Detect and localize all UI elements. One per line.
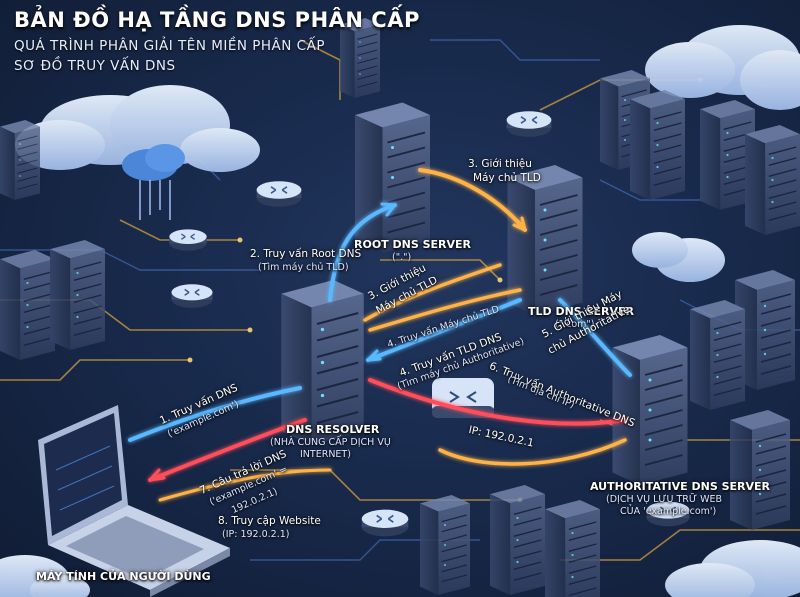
resolver-sub-2: INTERNET) — [300, 449, 351, 460]
step-8-sub: (IP: 192.0.2.1) — [222, 529, 290, 540]
tld-server-icon — [506, 165, 584, 315]
tld-server-label: TLD DNS SERVER — [528, 305, 634, 318]
resolver-server-icon — [280, 280, 365, 445]
laptop-icon — [38, 405, 230, 597]
page-title: BẢN ĐỒ HẠ TẦNG DNS PHÂN CẤP — [14, 8, 420, 32]
root-server-sub: (".") — [392, 252, 412, 263]
step-3top-sub: Máy chủ TLD — [473, 172, 541, 184]
root-server-label: ROOT DNS SERVER — [354, 238, 471, 251]
auth-server-sub-1: (DỊCH VỤ LƯU TRỮ WEB — [606, 494, 722, 505]
step-8-label: 8. Truy cập Website — [218, 515, 321, 527]
auth-server-sub-2: CỦA 'example.com') — [620, 506, 717, 517]
page-subtitle-2: SƠ ĐỒ TRUY VẤN DNS — [14, 58, 176, 74]
page-subtitle-1: QUÁ TRÌNH PHÂN GIẢI TÊN MIỀN PHÂN CẤP — [14, 38, 325, 54]
user-computer-label: MÁY TÍNH CỦA NGƯỜI DÙNG — [36, 570, 211, 583]
auth-server-icon — [611, 335, 689, 485]
step-2-label: 2. Truy vấn Root DNS — [250, 248, 362, 260]
resolver-label: DNS RESOLVER — [286, 423, 380, 436]
step-2-sub: (Tìm máy chủ TLD) — [258, 262, 349, 273]
tld-server-sub: (".com") — [555, 319, 595, 330]
root-server-icon — [355, 101, 430, 254]
step-3top-label: 3. Giới thiệu — [468, 158, 532, 170]
resolver-sub-1: (NHÀ CUNG CẤP DỊCH VỤ — [270, 437, 391, 448]
auth-server-label: AUTHORITATIVE DNS SERVER — [590, 480, 770, 493]
